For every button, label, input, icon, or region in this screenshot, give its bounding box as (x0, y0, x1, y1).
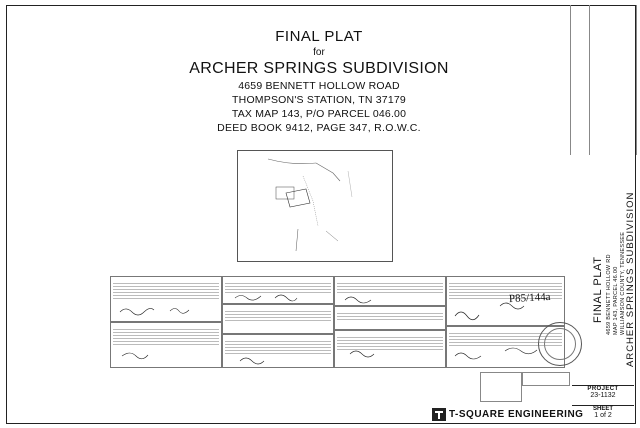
revision-column (570, 5, 590, 155)
sidebar-subdivision: ARCHER SPRINGS SUBDIVISION (625, 191, 636, 367)
engineer-seal-stamp (538, 322, 582, 366)
plat-title: FINAL PLAT (275, 28, 363, 45)
revision-boxes (480, 372, 570, 402)
title-block: FINAL PLAT for ARCHER SPRINGS SUBDIVISIO… (84, 28, 554, 135)
certificate-block (334, 276, 446, 306)
tax-map-reference: TAX MAP 143, P/O PARCEL 046.00 (231, 108, 407, 120)
deed-reference: DEED BOOK 9412, PAGE 347, R.O.W.C. (217, 122, 421, 134)
certificate-block (446, 276, 565, 326)
firm-logo: T-SQUARE ENGINEERING (432, 407, 583, 421)
sheet-label: SHEET (592, 406, 613, 412)
signatures-drawing (119, 294, 538, 365)
certificate-block (222, 334, 334, 368)
vicinity-map (237, 150, 393, 262)
firm-name: T-SQUARE ENGINEERING (449, 408, 584, 420)
sheet-number: 1 of 2 (594, 412, 612, 419)
handwritten-plat-book-note: P85/144a (508, 290, 551, 306)
certificate-block (222, 304, 334, 334)
certificates-area (110, 276, 565, 368)
certificate-block (334, 330, 446, 368)
plat-drawing-area: FINAL PLAT for ARCHER SPRINGS SUBDIVISIO… (84, 10, 554, 410)
project-number: 23-1132 (590, 392, 616, 399)
property-address: 4659 BENNETT HOLLOW ROAD (238, 80, 400, 92)
sidebar-address: 4659 BENNETT HOLLOW RD (606, 254, 612, 335)
sidebar-map-parcel: MAP 143, PARCEL 46.00 (613, 266, 619, 335)
title-for: for (313, 47, 325, 58)
plat-sheet-border (6, 5, 636, 424)
project-number-box: PROJECT 23-1132 (572, 385, 634, 401)
certificate-block (110, 276, 222, 322)
subdivision-name: ARCHER SPRINGS SUBDIVISION (189, 60, 449, 77)
project-label: PROJECT (587, 386, 619, 392)
sidebar-final-plat: FINAL PLAT (592, 256, 604, 323)
sheet-number-box: SHEET 1 of 2 (572, 405, 634, 424)
title-sidebar: FINAL PLAT 4659 BENNETT HOLLOW RD MAP 14… (570, 5, 637, 424)
vicinity-map-drawing (267, 158, 353, 252)
certificate-block (334, 306, 446, 330)
certificate-block (222, 276, 334, 304)
t-square-logo-icon (432, 407, 446, 421)
certificate-block (110, 322, 222, 368)
property-city: THOMPSON'S STATION, TN 37179 (232, 94, 406, 106)
notes-column (588, 5, 637, 155)
